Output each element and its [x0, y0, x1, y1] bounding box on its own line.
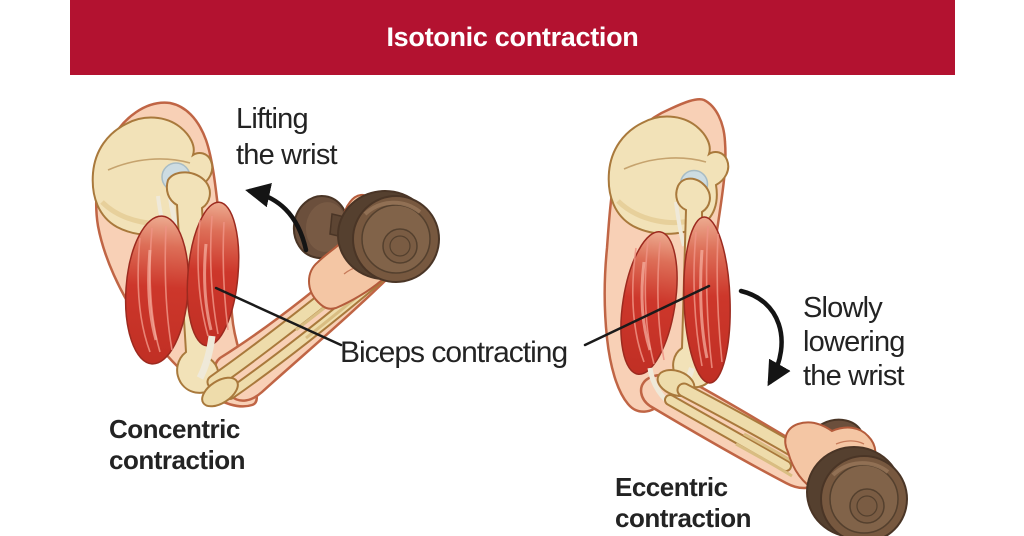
- caption-eccentric-contraction: Eccentric contraction: [615, 472, 752, 533]
- label-slowly-lowering-the-wrist: Slowly lowering the wrist: [803, 292, 905, 392]
- right-arm-illustration: [583, 98, 908, 536]
- label-biceps-contracting: Biceps contracting: [340, 336, 568, 369]
- dumbbell-right-face-icon: [806, 446, 908, 536]
- leader-line-right: [583, 284, 711, 347]
- scapula-ridge-left: [107, 158, 191, 171]
- biceps-right: [620, 216, 731, 403]
- left-arm-illustration: [91, 101, 440, 408]
- label-lifting-the-wrist: Lifting the wrist: [236, 103, 338, 171]
- tendon-right-2: [674, 201, 686, 247]
- title-banner: Isotonic contraction: [70, 0, 955, 75]
- biceps-left: [124, 201, 240, 380]
- lifting-curved-arrow-icon: [245, 183, 309, 253]
- lowering-curved-arrow-icon: [738, 288, 791, 387]
- caption-concentric-contraction: Concentric contraction: [109, 414, 246, 475]
- dumbbell-left-face-icon: [337, 190, 440, 283]
- diagram-title: Isotonic contraction: [386, 22, 639, 52]
- leader-line-left: [214, 286, 343, 347]
